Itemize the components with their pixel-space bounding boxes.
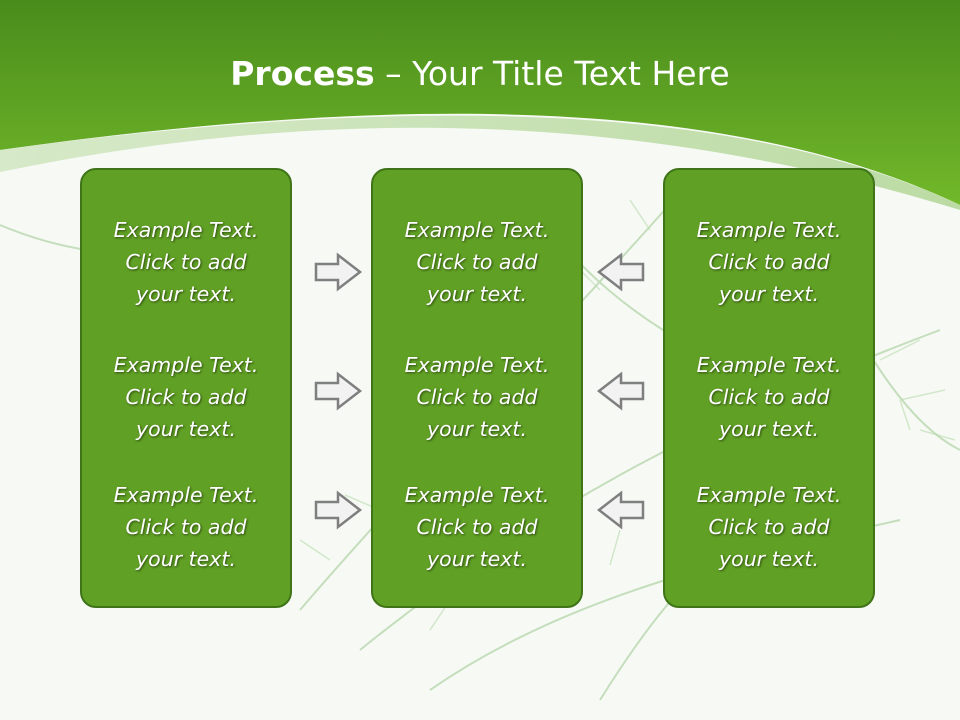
entry-line: Example Text.	[113, 353, 259, 377]
text-entry[interactable]: Example Text. Click to add your text.	[665, 479, 873, 575]
text-entry[interactable]: Example Text. Click to add your text.	[373, 479, 581, 575]
entry-line: Click to add	[708, 385, 830, 409]
text-entry[interactable]: Example Text. Click to add your text.	[665, 214, 873, 310]
entry-line: Click to add	[125, 250, 247, 274]
title-bold: Process	[230, 54, 375, 93]
entry-line: Click to add	[416, 250, 538, 274]
entry-line: Click to add	[416, 385, 538, 409]
entry-line: your text.	[719, 417, 819, 441]
left-arrow-icon[interactable]	[596, 371, 646, 411]
entry-line: Example Text.	[404, 218, 550, 242]
right-arrow-icon[interactable]	[313, 490, 363, 530]
entry-line: your text.	[427, 417, 527, 441]
process-box-right[interactable]: Example Text. Click to add your text. Ex…	[663, 168, 875, 608]
text-entry[interactable]: Example Text. Click to add your text.	[373, 349, 581, 445]
entry-line: Example Text.	[696, 353, 842, 377]
text-entry[interactable]: Example Text. Click to add your text.	[373, 214, 581, 310]
entry-line: Click to add	[125, 515, 247, 539]
text-entry[interactable]: Example Text. Click to add your text.	[82, 349, 290, 445]
entry-line: your text.	[136, 417, 236, 441]
left-arrow-icon[interactable]	[596, 490, 646, 530]
entry-line: Click to add	[125, 385, 247, 409]
right-arrow-icon[interactable]	[313, 252, 363, 292]
process-box-left[interactable]: Example Text. Click to add your text. Ex…	[80, 168, 292, 608]
title-rest: – Your Title Text Here	[374, 54, 730, 93]
entry-line: Example Text.	[696, 218, 842, 242]
entry-line: your text.	[427, 282, 527, 306]
slide-title: Process – Your Title Text Here	[0, 50, 960, 98]
process-box-center[interactable]: Example Text. Click to add your text. Ex…	[371, 168, 583, 608]
right-arrow-icon[interactable]	[313, 371, 363, 411]
entry-line: your text.	[719, 547, 819, 571]
entry-line: Click to add	[708, 250, 830, 274]
text-entry[interactable]: Example Text. Click to add your text.	[665, 349, 873, 445]
entry-line: Click to add	[416, 515, 538, 539]
text-entry[interactable]: Example Text. Click to add your text.	[82, 479, 290, 575]
entry-line: Example Text.	[404, 353, 550, 377]
entry-line: Example Text.	[696, 483, 842, 507]
entry-line: your text.	[719, 282, 819, 306]
entry-line: Click to add	[708, 515, 830, 539]
left-arrow-icon[interactable]	[596, 252, 646, 292]
entry-line: your text.	[136, 547, 236, 571]
entry-line: Example Text.	[113, 218, 259, 242]
text-entry[interactable]: Example Text. Click to add your text.	[82, 214, 290, 310]
entry-line: your text.	[427, 547, 527, 571]
entry-line: your text.	[136, 282, 236, 306]
entry-line: Example Text.	[113, 483, 259, 507]
entry-line: Example Text.	[404, 483, 550, 507]
